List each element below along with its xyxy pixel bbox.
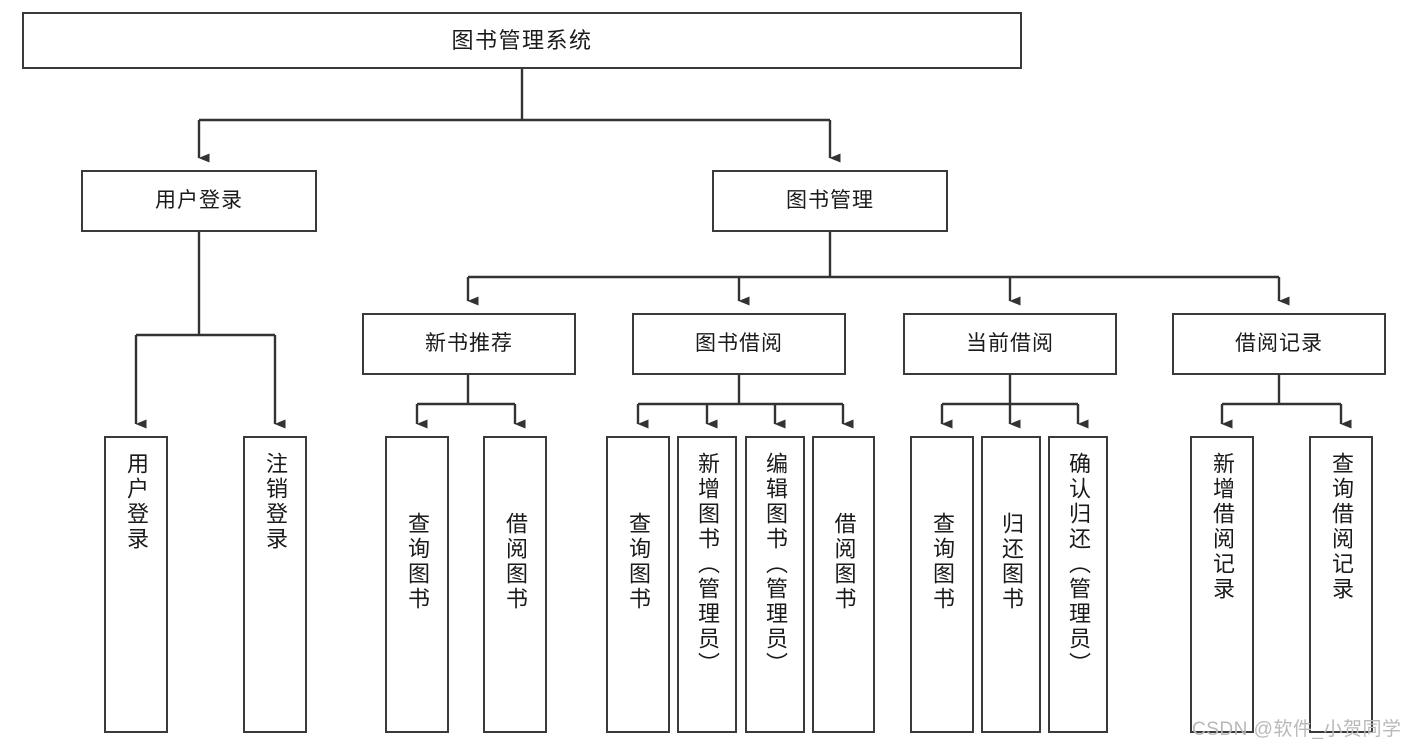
node-label: 注销登录 — [263, 452, 288, 552]
node-root-system[interactable]: 图书管理系统 — [22, 12, 1022, 69]
node-label: 用户登录 — [124, 452, 149, 552]
node-borrow-records[interactable]: 借阅记录 — [1172, 313, 1386, 375]
leaf-query-borrow-record[interactable]: 查询借阅记录 — [1309, 436, 1373, 733]
node-label: 新增图书（管理员） — [695, 452, 720, 677]
node-current-borrow[interactable]: 当前借阅 — [903, 313, 1117, 375]
node-label: 借阅记录 — [1235, 331, 1323, 355]
node-book-borrow[interactable]: 图书借阅 — [632, 313, 846, 375]
node-label: 查询图书 — [405, 512, 430, 612]
leaf-query-book-current[interactable]: 查询图书 — [910, 436, 974, 733]
node-label: 图书借阅 — [695, 331, 783, 355]
node-label: 新书推荐 — [425, 331, 513, 355]
node-label: 查询借阅记录 — [1329, 452, 1354, 602]
node-label: 查询图书 — [930, 512, 955, 612]
leaf-edit-book-admin[interactable]: 编辑图书（管理员） — [745, 436, 805, 733]
leaf-borrow-book[interactable]: 借阅图书 — [812, 436, 875, 733]
node-user-login[interactable]: 用户登录 — [81, 170, 317, 232]
leaf-add-book-admin[interactable]: 新增图书（管理员） — [677, 436, 737, 733]
leaf-query-book-recommend[interactable]: 查询图书 — [385, 436, 449, 733]
leaf-return-book[interactable]: 归还图书 — [981, 436, 1041, 733]
node-label: 编辑图书（管理员） — [763, 452, 788, 677]
leaf-confirm-return-admin[interactable]: 确认归还（管理员） — [1048, 436, 1108, 733]
leaf-add-borrow-record[interactable]: 新增借阅记录 — [1190, 436, 1254, 733]
node-label: 查询图书 — [626, 512, 651, 612]
leaf-logout[interactable]: 注销登录 — [243, 436, 307, 733]
leaf-borrow-book-recommend[interactable]: 借阅图书 — [483, 436, 547, 733]
node-label: 用户登录 — [155, 188, 243, 212]
node-label: 新增借阅记录 — [1210, 452, 1235, 602]
node-new-book-recommend[interactable]: 新书推荐 — [362, 313, 576, 375]
node-label: 图书管理 — [786, 188, 874, 212]
leaf-user-login[interactable]: 用户登录 — [104, 436, 168, 733]
node-label: 借阅图书 — [503, 512, 528, 612]
node-label: 图书管理系统 — [451, 27, 593, 53]
node-label: 归还图书 — [999, 512, 1024, 612]
node-label: 当前借阅 — [966, 331, 1054, 355]
node-book-management[interactable]: 图书管理 — [712, 170, 948, 232]
csdn-watermark: CSDN @软件_小贺同学 — [1192, 719, 1402, 740]
node-label: 确认归还（管理员） — [1066, 452, 1091, 677]
node-label: 借阅图书 — [831, 512, 857, 612]
leaf-query-book-borrow[interactable]: 查询图书 — [606, 436, 670, 733]
